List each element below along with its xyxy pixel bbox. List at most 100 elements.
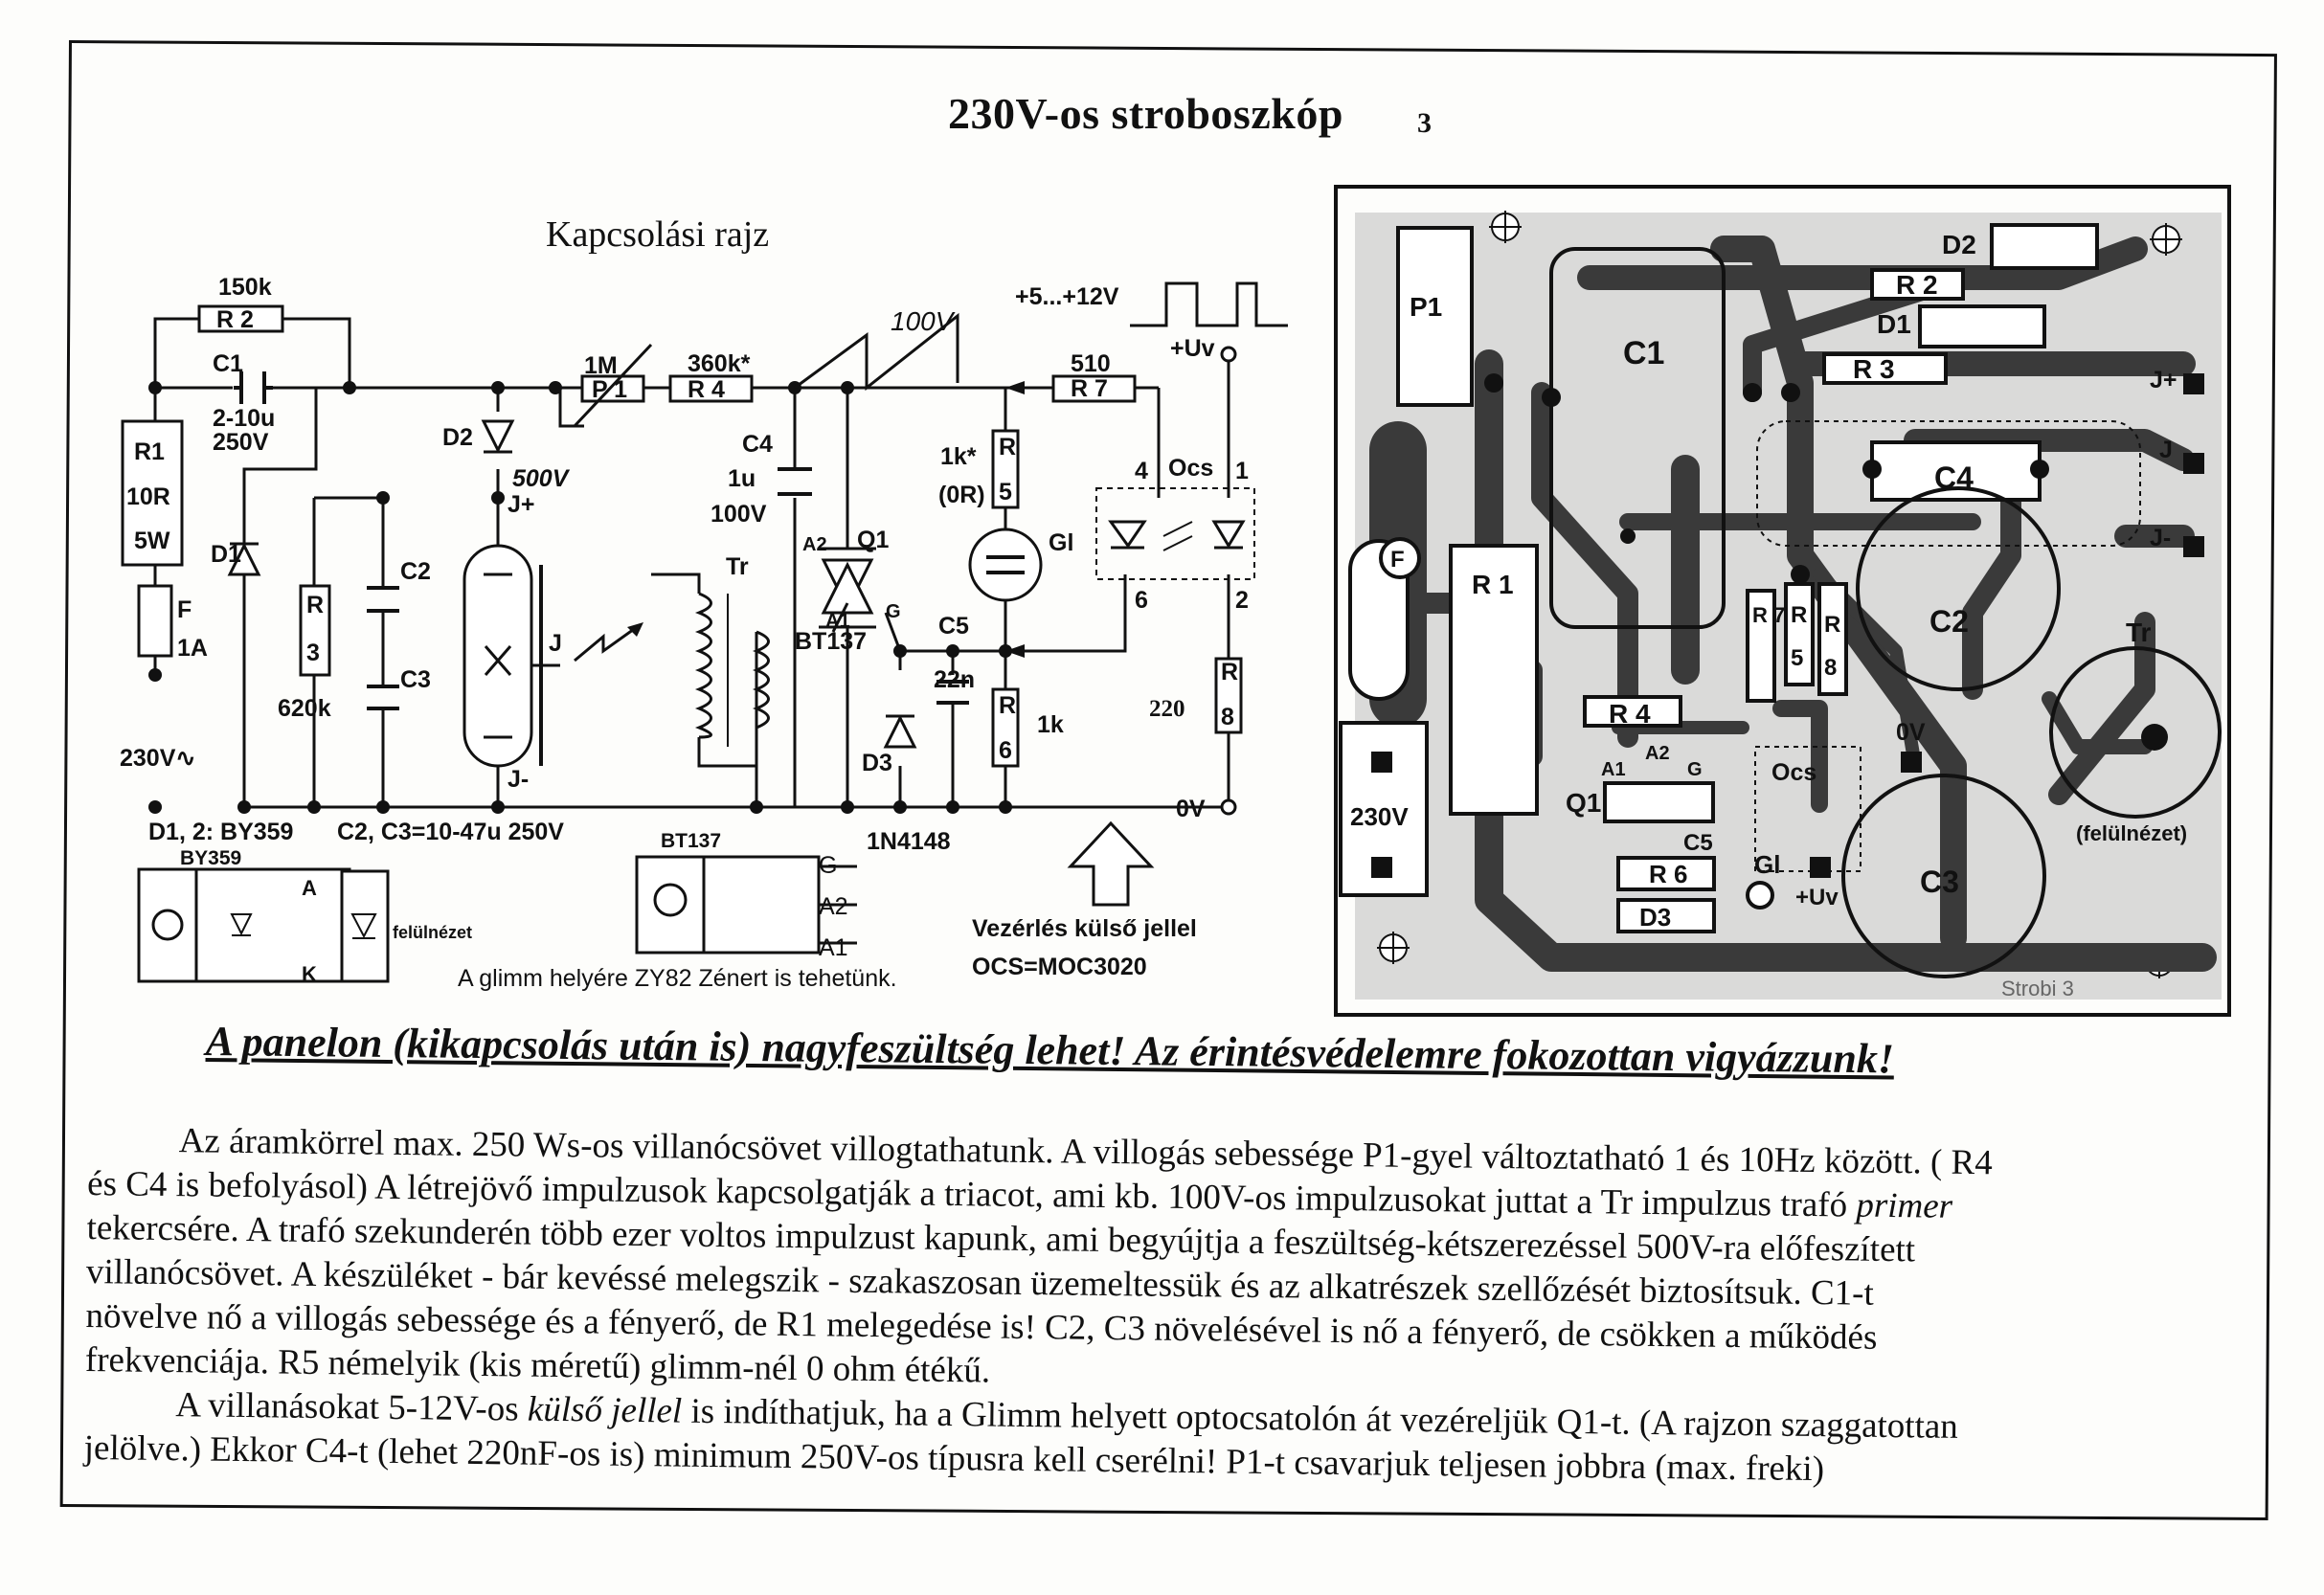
pcb-label-d1: D1 bbox=[1877, 309, 1911, 339]
pcb-label-j-plus: J+ bbox=[2150, 367, 2177, 393]
label-c5-value: 22n bbox=[934, 666, 975, 693]
label-zero-v: 0V bbox=[1176, 796, 1206, 822]
label-j-plus: J+ bbox=[508, 491, 535, 518]
d3-diode bbox=[883, 714, 917, 749]
pcb-label-q1: Q1 bbox=[1566, 788, 1601, 818]
label-bt137-pkg: BT137 bbox=[661, 830, 721, 852]
label-q1: Q1 bbox=[857, 527, 889, 553]
label-pulse: +5...+12V bbox=[1015, 283, 1119, 310]
label-r5-a: R bbox=[999, 434, 1016, 461]
pcb-fuse bbox=[1348, 539, 1410, 701]
label-glimm-note: A glimm helyére ZY82 Zénert is tehetünk. bbox=[458, 965, 897, 992]
label-r7: R 7 bbox=[1071, 375, 1108, 402]
pcb-layout: P1 C1 D2 R 2 D1 R 3 J+ J J- C4 F R 1 R 7… bbox=[1334, 185, 2231, 1017]
label-d2: D2 bbox=[442, 424, 473, 451]
pcb-label-r5-b: 5 bbox=[1791, 645, 1803, 671]
control-arrow bbox=[1067, 820, 1155, 907]
pcb-p1 bbox=[1396, 226, 1474, 407]
label-r7-value: 510 bbox=[1071, 350, 1111, 377]
pcb-label-r3: R 3 bbox=[1853, 354, 1895, 384]
pcb-r7 bbox=[1746, 589, 1776, 703]
pcb-label-g: G bbox=[1687, 759, 1703, 780]
pcb-label-d2: D2 bbox=[1942, 230, 1976, 259]
label-c4: C4 bbox=[742, 431, 773, 458]
label-c4-voltage: 100V bbox=[711, 501, 767, 528]
pcb-c1 bbox=[1549, 247, 1726, 629]
pcb-ocs-dashed bbox=[1754, 746, 1861, 872]
pcb-r6 bbox=[1616, 856, 1716, 891]
pcb-label-c2: C2 bbox=[1929, 604, 1969, 639]
label-r3-b: 3 bbox=[306, 640, 320, 666]
r4-resistor bbox=[668, 374, 754, 403]
page-number: 3 bbox=[1417, 107, 1432, 139]
label-r6-b: 6 bbox=[999, 737, 1012, 764]
label-ocs-pin6: 6 bbox=[1135, 587, 1148, 614]
pcb-r2 bbox=[1870, 268, 1965, 301]
pcb-label-felulnezet: (felülnézet) bbox=[2076, 821, 2187, 845]
glimm-lamp bbox=[968, 528, 1043, 602]
label-r5-value: 1k* bbox=[940, 443, 977, 470]
label-pkg-a2: A2 bbox=[819, 893, 848, 920]
label-ocs: Ocs bbox=[1168, 455, 1213, 482]
pcb-label-r4: R 4 bbox=[1609, 699, 1651, 729]
pcb-d2 bbox=[1990, 223, 2099, 270]
label-p1: P 1 bbox=[592, 376, 627, 403]
pcb-label-230v: 230V bbox=[1350, 802, 1409, 831]
schematic-heading: Kapcsolási rajz bbox=[546, 214, 769, 255]
pcb-label-ocs: Ocs bbox=[1771, 759, 1816, 786]
label-c23-note: C2, C3=10-47u 250V bbox=[337, 819, 564, 845]
label-ocs-pin2: 2 bbox=[1235, 587, 1249, 614]
pcb-d1 bbox=[1918, 304, 2046, 348]
pcb-label-zero-v: 0V bbox=[1896, 719, 1926, 746]
pcb-r3 bbox=[1822, 352, 1948, 385]
label-c3: C3 bbox=[400, 666, 431, 693]
pcb-transformer bbox=[2049, 646, 2222, 819]
circuit-schematic: Kapcsolási rajz bbox=[120, 214, 1288, 992]
label-d1: D1 bbox=[211, 541, 241, 568]
label-by359: BY359 bbox=[180, 847, 241, 869]
label-mains: 230V∿ bbox=[120, 745, 195, 772]
page-title: 230V-os stroboszkóp bbox=[948, 89, 1343, 138]
r2-resistor bbox=[197, 304, 284, 333]
label-r3-a: R bbox=[306, 592, 324, 618]
r5-resistor bbox=[991, 429, 1020, 509]
label-d3-type: 1N4148 bbox=[867, 828, 951, 855]
pcb-label-r5-a: R bbox=[1791, 602, 1807, 628]
label-by359-a: A bbox=[302, 876, 317, 900]
label-uv: +Uv bbox=[1170, 335, 1215, 362]
pcb-label-c1: C1 bbox=[1623, 335, 1664, 371]
label-c5: C5 bbox=[938, 613, 969, 640]
label-ramp: 100V bbox=[891, 306, 956, 336]
label-r1-value: 10R bbox=[126, 483, 170, 510]
label-r2-value: 150k bbox=[218, 274, 272, 301]
label-r8-b: 8 bbox=[1221, 704, 1234, 730]
pcb-label-r6: R 6 bbox=[1649, 860, 1687, 888]
r7-resistor bbox=[1051, 374, 1137, 403]
pcb-d3 bbox=[1616, 898, 1716, 933]
r1-resistor bbox=[121, 419, 184, 567]
label-pkg-g: G bbox=[819, 852, 837, 879]
pcb-label-d3: D3 bbox=[1639, 903, 1671, 932]
label-r5-alt: (0R) bbox=[938, 482, 985, 508]
pcb-label-tr: Tr bbox=[2126, 618, 2152, 647]
r6-resistor bbox=[991, 687, 1020, 768]
label-c4-value: 1u bbox=[728, 465, 756, 492]
pcb-label-r7: R 7 bbox=[1752, 603, 1785, 627]
pcb-r5 bbox=[1784, 582, 1815, 686]
label-r6-a: R bbox=[999, 692, 1016, 719]
label-r3-value: 620k bbox=[278, 695, 331, 722]
label-c1-value: 2-10u bbox=[213, 405, 275, 432]
pcb-label-c5: C5 bbox=[1683, 830, 1713, 856]
pcb-label-r1: R 1 bbox=[1472, 570, 1514, 599]
label-ocs-pin1: 1 bbox=[1235, 458, 1249, 484]
label-r6-value: 1k bbox=[1037, 711, 1064, 738]
pcb-label-f: F bbox=[1390, 547, 1405, 573]
label-r8-a: R bbox=[1221, 659, 1238, 685]
label-r2: R 2 bbox=[216, 306, 254, 333]
pcb-q1 bbox=[1603, 781, 1715, 823]
pcb-label-r8-a: R bbox=[1824, 612, 1840, 638]
label-p1-value: 1M bbox=[584, 352, 618, 379]
label-g: G bbox=[886, 601, 901, 622]
label-ocs-note: OCS=MOC3020 bbox=[972, 954, 1147, 980]
label-fuse: F bbox=[177, 596, 192, 623]
